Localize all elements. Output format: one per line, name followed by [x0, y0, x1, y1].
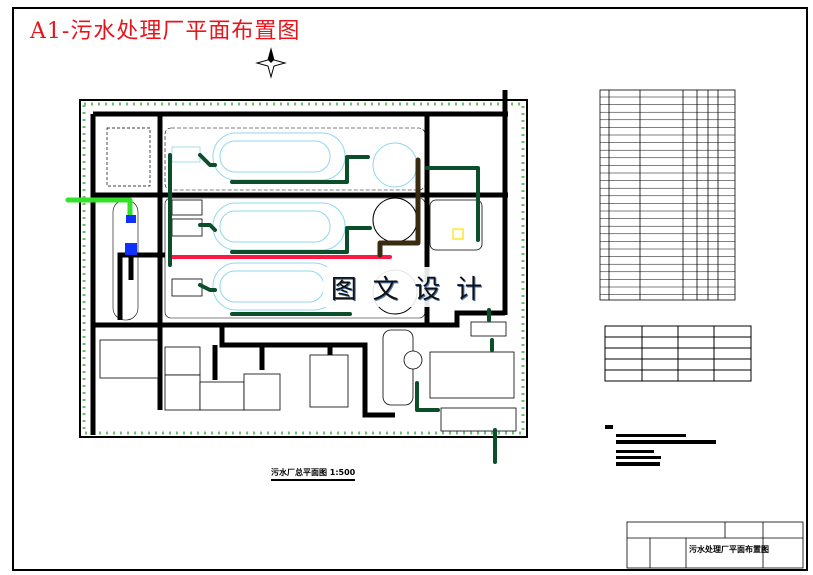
ditch-zone-2: [164, 197, 426, 319]
secondary-clarifier-1: [372, 142, 418, 188]
sheet-border: [12, 7, 808, 571]
sludge-transfer-pipe: [377, 157, 421, 258]
pump-equipment-2: [125, 243, 137, 255]
watermark-char: 设: [414, 274, 441, 305]
compass-star-icon: [255, 47, 287, 79]
page-title: A1-污水处理厂平面布置图: [30, 19, 301, 44]
notes-block: [605, 425, 716, 466]
dewatering-equipment: [452, 228, 464, 240]
influent-pipe: [65, 197, 133, 218]
legend-table: [604, 325, 752, 382]
watermark-char: 计: [456, 274, 483, 305]
watermark-char: 图: [330, 274, 357, 305]
title-block: [626, 521, 804, 569]
green-belt: [82, 102, 525, 435]
watermark: 图 文 设 计: [323, 267, 490, 307]
title-block-name: 污水处理厂平面布置图: [689, 545, 769, 554]
site-boundary: [79, 99, 528, 438]
secondary-clarifier-2: [372, 197, 418, 243]
drawing-caption: 污水厂总平面图 1:500: [271, 467, 356, 481]
reserved-area: [106, 127, 151, 187]
sludge-pipes: [168, 153, 497, 464]
ditch-zone: [164, 127, 426, 191]
roads: [90, 90, 508, 435]
watermark-char: 文: [372, 274, 399, 305]
buildings: [99, 146, 517, 432]
oxidation-ditches: [212, 132, 346, 311]
equipment-table: [599, 89, 736, 301]
pump-equipment: [126, 215, 136, 223]
